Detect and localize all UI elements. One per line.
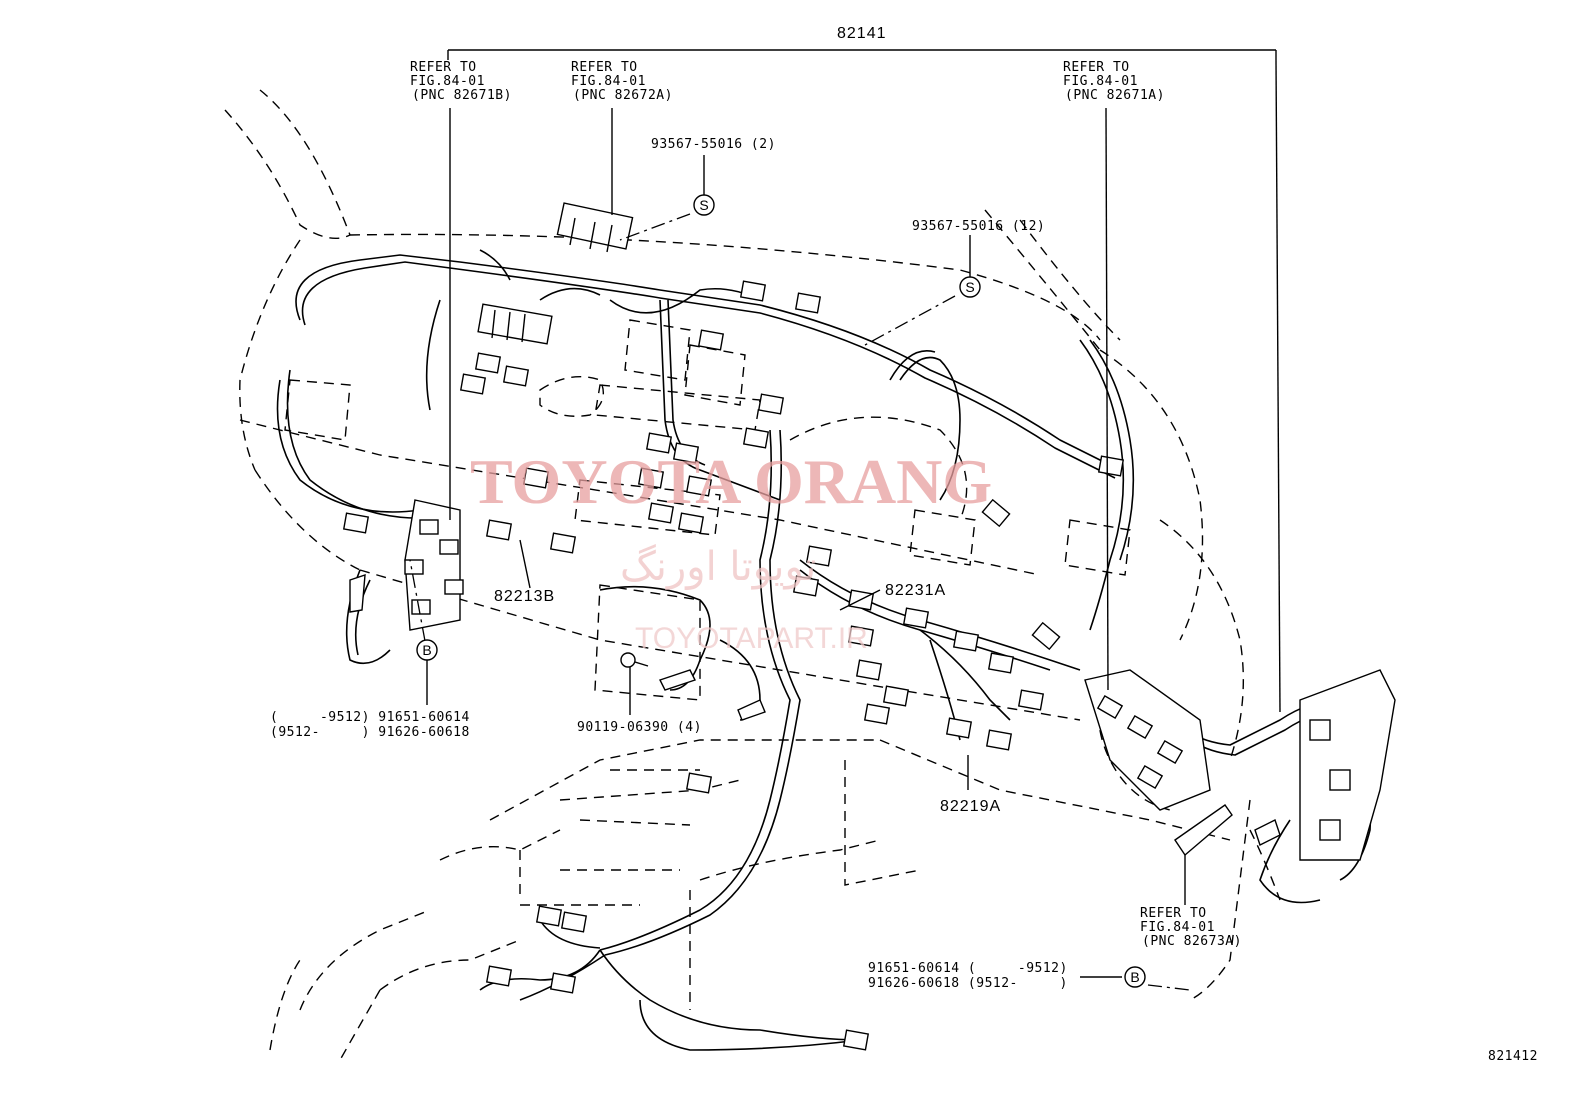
bolt-symbol-right: B [1130,969,1139,985]
watermark: TOYOTA ORANG تویوتا اورنگ TOYOTAPART.IR [470,446,992,655]
part-number-82141: 82141 [837,25,887,42]
leader-lines [409,49,1281,991]
callout-b-right: B [1124,966,1146,988]
bolt-right-labels: 91651-60614 ( -9512) 91626-60618 (9512- … [868,961,1068,991]
junction-block-left [477,303,553,345]
ref-line2: FIG.84-01 [410,74,485,89]
bolt-right-line2: 91626-60618 (9512- ) [868,976,1068,991]
ref-line2: FIG.84-01 [1140,920,1215,935]
ref-82671B: REFER TO FIG.84-01 (PNC 82671B) [410,60,512,103]
switch-assembly-left [404,499,464,631]
bracket-small-left [349,573,366,613]
screw-label-small: 93567-55016 (2) [651,137,776,152]
relay-block-upper [556,202,634,253]
bolt-left-labels: ( -9512) 91651-60614 (9512- ) 91626-6061… [270,710,470,740]
screw-symbol-small: S [699,197,708,213]
clip-label: 90119-06390 (4) [577,720,702,735]
clip-90119 [620,652,766,721]
ref-82673A: REFER TO FIG.84-01 (PNC 82673A) [1140,906,1242,949]
ref-line1: REFER TO [1140,906,1207,921]
ref-line3: (PNC 82671A) [1065,88,1165,103]
bolt-symbol-left: B [422,642,431,658]
connectors [342,202,1396,1051]
switch-assembly-right [1084,669,1211,811]
ref-line2: FIG.84-01 [571,74,646,89]
harness-label-82231A: 82231A [885,582,946,599]
bolt-left-line2: (9512- ) 91626-60618 [270,725,470,740]
watermark-persian: تویوتا اورنگ [620,544,816,590]
bracket-far-right [1299,669,1396,861]
callout-s-large: S [959,276,981,298]
ref-line3: (PNC 82671B) [412,88,512,103]
ref-82672A: REFER TO FIG.84-01 (PNC 82672A) [571,60,673,103]
screw-symbol-large: S [965,279,974,295]
ref-line1: REFER TO [1063,60,1130,75]
ref-line1: REFER TO [571,60,638,75]
callout-s-small: S [693,194,715,216]
bolt-left-line1: ( -9512) 91651-60614 [270,710,470,725]
bolt-right-line1: 91651-60614 ( -9512) [868,961,1068,976]
callout-b-left: B [416,639,438,661]
ref-line2: FIG.84-01 [1063,74,1138,89]
ref-line3: (PNC 82673A) [1142,934,1242,949]
ref-line1: REFER TO [410,60,477,75]
watermark-site: TOYOTAPART.IR [635,622,868,655]
ref-line3: (PNC 82672A) [573,88,673,103]
harness-label-82219A: 82219A [940,798,1001,815]
harness-label-82213B: 82213B [494,588,555,605]
dashboard-outline [224,89,1281,1061]
ref-82671A: REFER TO FIG.84-01 (PNC 82671A) [1063,60,1165,103]
screw-label-large: 93567-55016 (12) [912,219,1045,234]
watermark-main: TOYOTA ORANG [470,446,992,517]
bracket-lower-right [1174,804,1281,857]
figure-id: 821412 [1488,1049,1538,1064]
